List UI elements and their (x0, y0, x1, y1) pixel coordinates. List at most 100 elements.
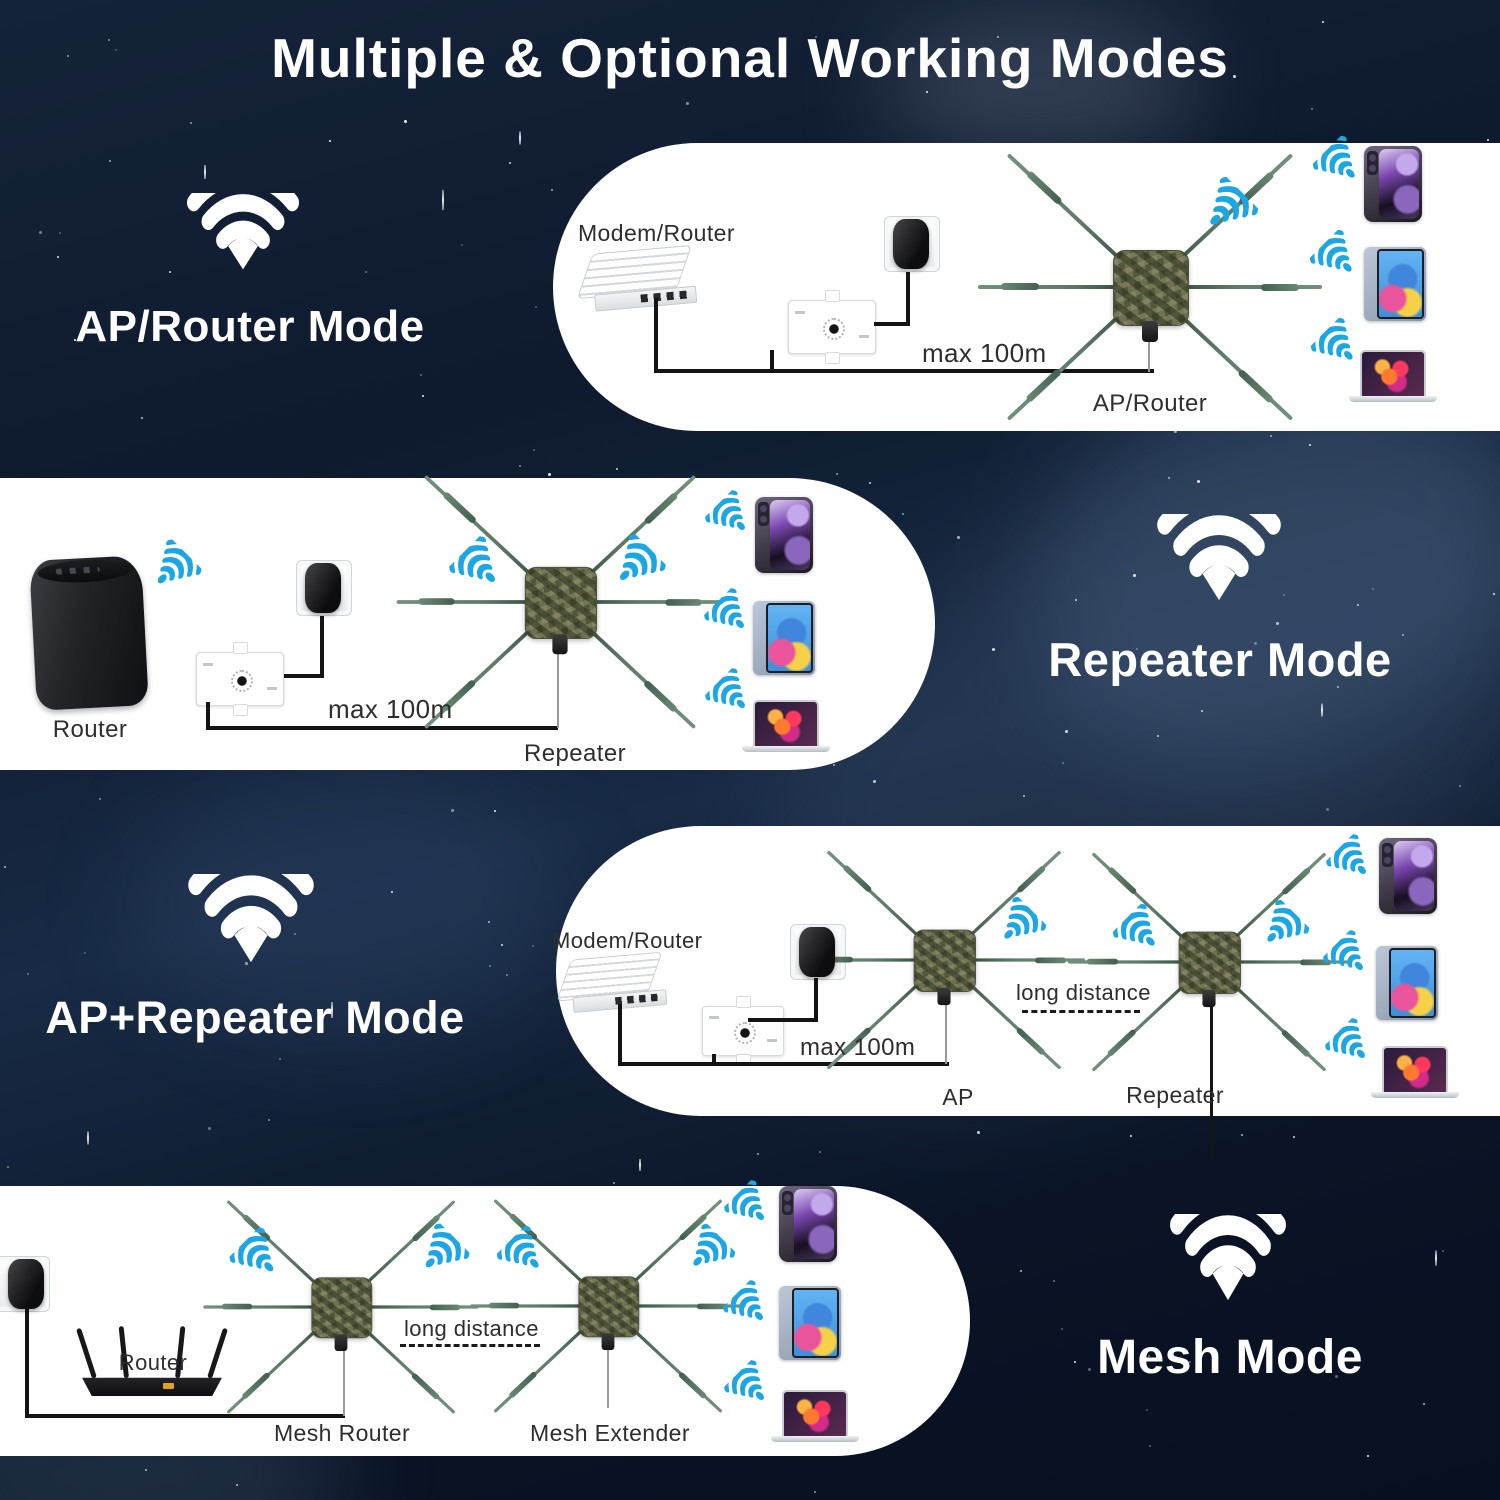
star (1493, 593, 1495, 595)
mesh-extender-label: Mesh Extender (530, 1420, 690, 1446)
ethernet-cable (654, 298, 658, 372)
star (957, 536, 960, 539)
antenna (470, 1304, 588, 1308)
star (519, 465, 521, 467)
ethernet-cable (618, 1062, 949, 1066)
modem-router-label: Modem/Router (578, 220, 735, 246)
mode-title-ap-router: AP/Router Mode (75, 302, 425, 351)
star (329, 140, 331, 142)
star (506, 974, 508, 976)
star (926, 91, 928, 93)
star (869, 482, 871, 484)
star (420, 374, 422, 376)
phone-screen (794, 1189, 834, 1259)
extender-body-camo (311, 1277, 373, 1339)
star (451, 809, 454, 812)
ethernet-cable (206, 702, 210, 730)
star (757, 1153, 759, 1155)
power-cable (320, 616, 324, 678)
laptop-base (771, 1436, 859, 1442)
extender-connector (552, 634, 568, 655)
poe-port-mark (767, 1039, 777, 1042)
star (225, 1016, 227, 1018)
star (115, 49, 117, 51)
phone-camera (758, 502, 769, 526)
poe-port-mark (859, 335, 869, 338)
star (1459, 785, 1461, 787)
tablet (1376, 946, 1438, 1020)
wifi-icon (1155, 514, 1283, 602)
star (404, 120, 407, 123)
star (59, 232, 61, 234)
antenna (965, 957, 1086, 963)
poe-injector (196, 642, 284, 716)
star (1023, 795, 1025, 797)
star (57, 256, 59, 258)
home-router-device (29, 555, 149, 711)
repeater-label: Repeater (524, 740, 626, 767)
star (1168, 477, 1170, 479)
star (1367, 1455, 1369, 1457)
star (873, 780, 876, 783)
star (145, 1469, 147, 1471)
star (1146, 1409, 1148, 1411)
power-adapter (799, 927, 835, 977)
star (501, 944, 503, 946)
antenna (1067, 960, 1188, 964)
ethernet-cable (712, 1054, 716, 1066)
star (1283, 594, 1285, 596)
modem-router-device (556, 951, 668, 1013)
smartphone (755, 497, 813, 573)
nebula-patch (880, 10, 1200, 160)
star (67, 55, 69, 57)
power-adapter (8, 1259, 44, 1309)
laptop-screen (782, 1390, 848, 1436)
star (7, 1166, 9, 1168)
tablet (1364, 247, 1426, 321)
ethernet-cable (206, 726, 558, 730)
star (1337, 686, 1339, 688)
drop-cable (607, 1340, 609, 1408)
star (1254, 642, 1257, 645)
router-label: Router (52, 716, 128, 743)
tablet-screen (1389, 948, 1436, 1018)
star (365, 271, 367, 273)
mode-title-mesh: Mesh Mode (1097, 1331, 1363, 1384)
star (489, 965, 491, 967)
star (461, 244, 463, 246)
drop-cable (1148, 328, 1150, 372)
phone-camera (1367, 151, 1378, 175)
star (1372, 588, 1374, 590)
extender-body-camo (578, 1276, 640, 1338)
star (1130, 1135, 1132, 1137)
wifi-icon (1168, 1214, 1288, 1302)
star (1335, 1375, 1338, 1378)
drop-cable (945, 1000, 947, 1064)
gaming-router-device (76, 1326, 228, 1396)
modem-router-device (576, 244, 698, 312)
poe-port-mark (267, 687, 277, 690)
star (977, 1131, 980, 1134)
star (1423, 1403, 1425, 1405)
star (1189, 1361, 1191, 1363)
star (1201, 710, 1203, 712)
nebula-patch (130, 770, 570, 1040)
drop-cable (1210, 1003, 1213, 1160)
star (1075, 599, 1077, 601)
poe-port-mark (709, 1016, 719, 1019)
star (1020, 1270, 1022, 1272)
max-distance-label: max 100m (922, 338, 1047, 368)
tablet-screen (792, 1288, 839, 1358)
star (1276, 622, 1279, 625)
star (1326, 808, 1329, 811)
star (1174, 430, 1177, 433)
drop-cable (557, 646, 559, 728)
laptop (1371, 1046, 1459, 1098)
star (74, 339, 76, 341)
star (1402, 634, 1404, 636)
star (488, 921, 490, 923)
star (1065, 730, 1068, 733)
antenna (361, 1304, 479, 1310)
star (1074, 1361, 1076, 1363)
